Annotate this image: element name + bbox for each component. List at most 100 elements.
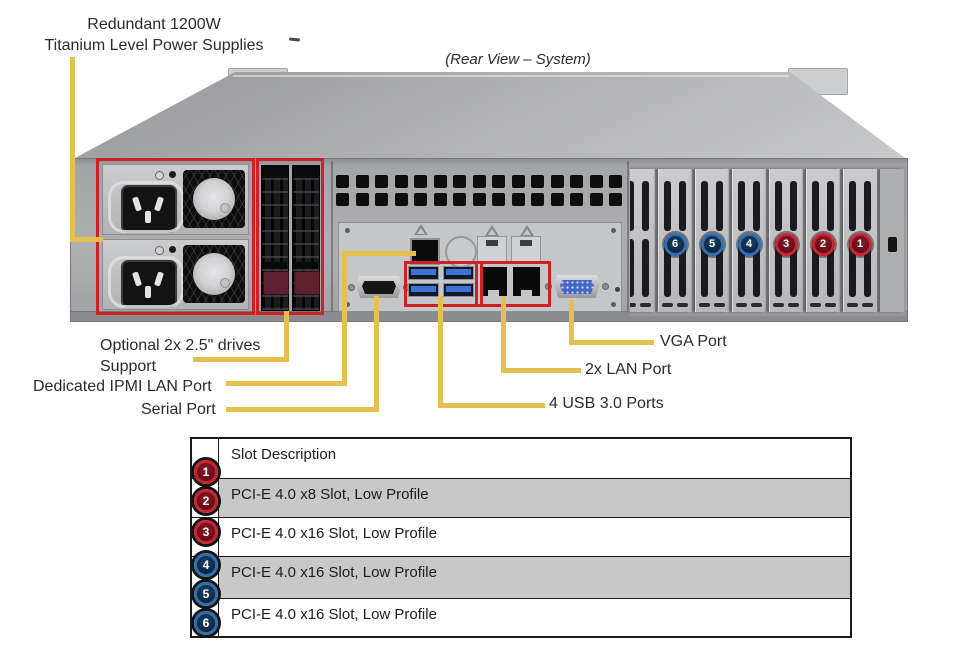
pci-vent-slot	[827, 239, 834, 297]
vent-hole	[570, 192, 583, 206]
pci-vent-slot	[738, 239, 745, 297]
panel-screw	[611, 228, 616, 233]
ipmi-label: Dedicated IPMI LAN Port	[33, 378, 212, 395]
pci-vent-slot	[753, 181, 760, 231]
vent-hole	[414, 175, 427, 188]
vent-hole	[531, 192, 544, 206]
drives-label-line2: Support	[100, 358, 157, 375]
vent-hole	[453, 175, 466, 188]
rj45-tab	[488, 290, 499, 296]
pci-vent-slot	[753, 239, 760, 297]
warning-triangle-icon	[520, 225, 534, 236]
usb-tongue	[446, 269, 471, 275]
tray-latch	[263, 271, 289, 295]
vent-hole	[472, 192, 486, 206]
panel-screw	[611, 302, 616, 307]
usb3-port	[443, 283, 474, 297]
lan-highlight-box	[475, 261, 551, 307]
vent-hole	[589, 192, 603, 206]
pci-slot-badge-2: 2	[811, 232, 835, 256]
pci-vent-slot	[775, 239, 782, 297]
table-slot-badge-5: 5	[194, 582, 218, 606]
pci-bottom-vent	[751, 303, 762, 307]
pci-bottom-vent	[788, 303, 799, 307]
table-slot-badge-3: 3	[194, 520, 218, 544]
table-row: PCI-E 4.0 x8 Slot, Low Profile	[192, 478, 850, 517]
vent-hole	[336, 175, 349, 188]
psu-fan-grill	[183, 170, 245, 228]
pci-slot-badge-3: 3	[774, 232, 798, 256]
dsub-screw	[348, 284, 355, 291]
usb3-port	[443, 266, 474, 280]
power-supply-1	[102, 164, 249, 235]
table-cell: PCI-E 4.0 x16 Slot, Low Profile	[231, 606, 437, 623]
drive-bays-highlight-box	[256, 158, 324, 315]
vent-hole	[355, 192, 369, 206]
pci-vent-slot	[664, 239, 671, 297]
vent-hole	[589, 175, 603, 188]
vga-callout-line-h	[569, 340, 654, 345]
vent-hole	[492, 175, 505, 188]
dsub-screw	[602, 283, 609, 290]
pci-vent-slot	[664, 181, 671, 231]
table-header-cell: Slot Description	[231, 446, 337, 463]
vent-hole	[492, 192, 505, 206]
pci-vent-slot	[716, 239, 723, 297]
tray-latch	[294, 271, 320, 295]
usb-tongue	[446, 286, 471, 292]
stray-mark	[288, 37, 301, 42]
psu-fan-impeller	[193, 253, 235, 295]
serial-callout-line-v	[374, 296, 379, 412]
warning-triangle-icon	[485, 225, 499, 236]
vga-label: VGA Port	[660, 333, 727, 350]
vent-hole	[394, 175, 408, 188]
pci-vent-slot	[701, 181, 708, 231]
pci-vent-slot	[642, 239, 649, 297]
lan-callout-line-h	[501, 368, 581, 373]
vent-hole	[511, 192, 525, 206]
pci-vent-slot	[630, 181, 634, 231]
serial-label: Serial Port	[141, 401, 216, 418]
pci-vent-slot	[775, 181, 782, 231]
ipmi-callout-line-h2	[342, 251, 416, 256]
vent-hole	[531, 175, 544, 188]
psu-label-line1: Redundant 1200W	[87, 16, 221, 33]
pci-bottom-vent	[630, 303, 636, 307]
pci-vent-slot	[849, 181, 856, 231]
endcap-latch	[888, 237, 897, 252]
ipmi-callout-line-v	[342, 253, 347, 386]
vent-hole	[550, 192, 564, 206]
tray-handle-bar	[263, 262, 287, 269]
inlet-pin	[145, 211, 151, 223]
usb-tongue	[411, 269, 436, 275]
vent-hole	[609, 192, 622, 206]
vent-hole	[433, 192, 447, 206]
vga-pins	[560, 280, 594, 294]
warning-triangle-icon	[414, 224, 428, 235]
lan-label: 2x LAN Port	[585, 361, 672, 378]
panel-screw	[345, 228, 350, 233]
psu-led	[169, 246, 176, 253]
psu-callout-line-h	[70, 237, 103, 242]
lan-port-housing	[511, 236, 541, 262]
serial-callout-line-h	[226, 407, 379, 412]
pci-bottom-vent	[677, 303, 688, 307]
fan-hub	[220, 203, 230, 213]
pci-vent-slot	[630, 239, 634, 297]
lan-port-2	[511, 265, 542, 298]
pci-vent-slot	[679, 181, 686, 231]
pci-bottom-vent	[736, 303, 747, 307]
vent-hole	[570, 175, 583, 188]
chassis-top-surface	[75, 72, 905, 158]
pci-vent-slot	[790, 239, 797, 297]
vent-hole	[433, 175, 447, 188]
table-row: PCI-E 4.0 x16 Slot, Low Profile	[192, 556, 850, 598]
lan-callout-line-v	[501, 296, 506, 373]
pci-vent-slot	[738, 181, 745, 231]
drives-label-line1: Optional 2x 2.5" drives	[100, 337, 261, 354]
pci-vent-slot	[812, 239, 819, 297]
housing-slot	[486, 240, 498, 246]
table-cell: PCI-E 4.0 x8 Slot, Low Profile	[219, 479, 850, 517]
psu-led	[169, 171, 176, 178]
